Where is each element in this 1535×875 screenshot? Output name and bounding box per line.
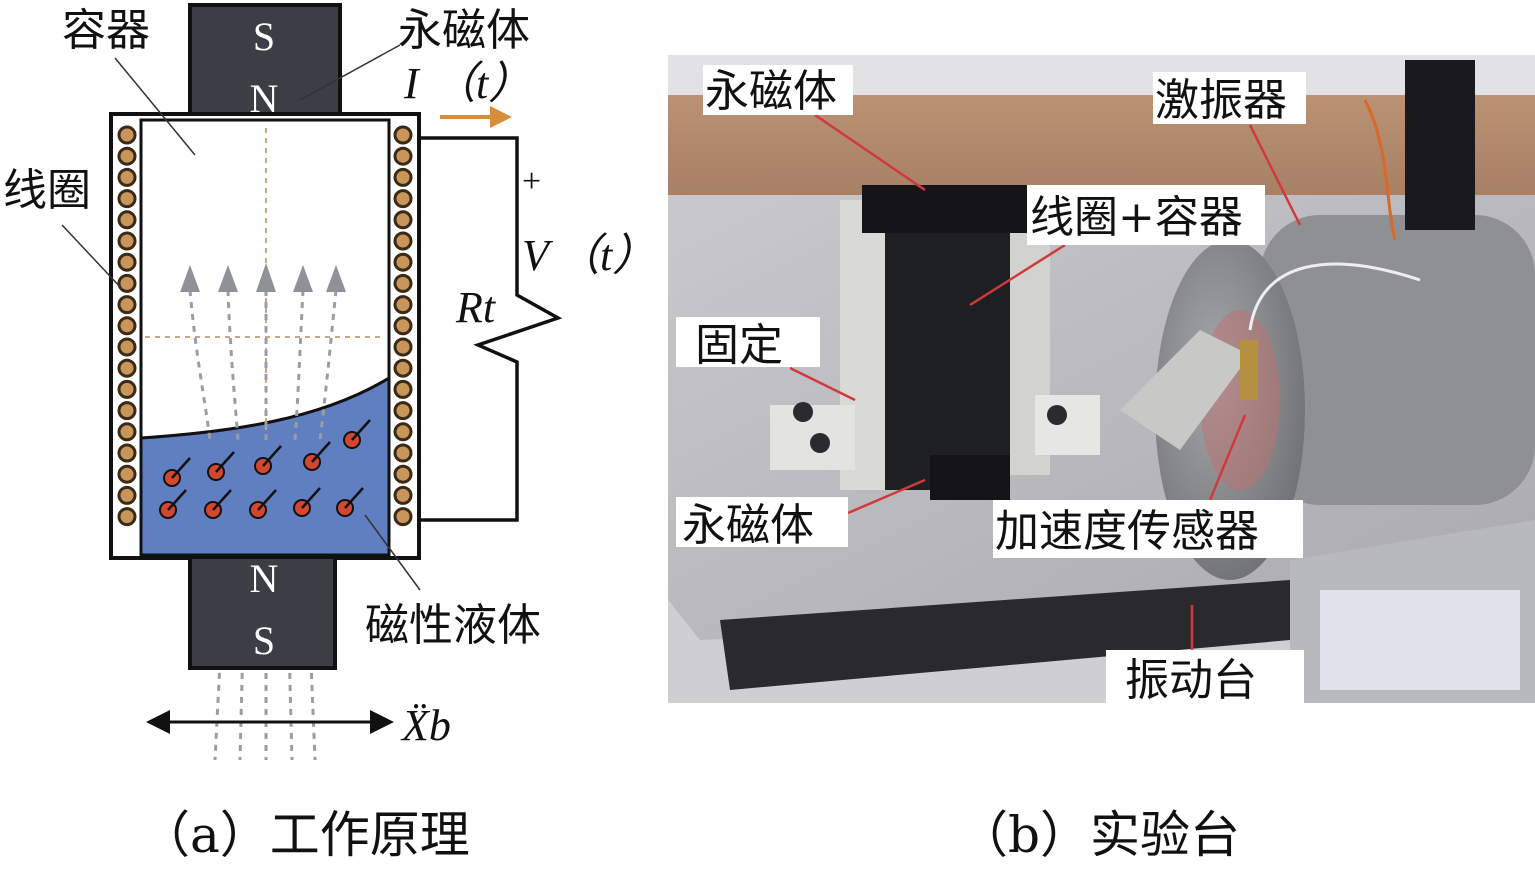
coil-winding <box>117 485 137 505</box>
label-voltage-arg: （t） <box>556 231 656 280</box>
label-excitation: Ẍb <box>400 701 451 750</box>
coil-winding <box>117 507 137 527</box>
coil-winding <box>117 337 137 357</box>
label-bg <box>993 500 1303 558</box>
top-magnet <box>188 3 342 117</box>
coil-winding <box>117 443 137 463</box>
coil-winding <box>393 125 413 145</box>
label-magnet-top: 永磁体 <box>398 5 530 56</box>
label-resistor: Rt <box>455 283 497 332</box>
coil-winding <box>117 358 137 378</box>
coil-winding <box>117 464 137 484</box>
panel-a-working-principle: S N <box>3 3 656 864</box>
label-vibration-table: 振动台 <box>1125 655 1257 706</box>
label-bg <box>676 317 820 367</box>
coil-winding <box>393 379 413 399</box>
coil-winding <box>393 358 413 378</box>
label-photo-magnet-top: 永磁体 <box>705 66 837 117</box>
coil-winding <box>117 146 137 166</box>
coil-winding <box>393 295 413 315</box>
coil-winding <box>393 252 413 272</box>
coil-winding <box>117 167 137 187</box>
coil-winding <box>393 231 413 251</box>
coil-winding <box>393 273 413 293</box>
coil-winding <box>393 146 413 166</box>
shaker-body <box>1260 215 1535 505</box>
coil-winding <box>117 316 137 336</box>
coil-winding <box>117 379 137 399</box>
coil-winding <box>393 443 413 463</box>
coil-winding <box>393 422 413 442</box>
leader-lines-a <box>61 44 421 591</box>
table-edge <box>720 580 1290 690</box>
circuit-wire <box>417 136 563 522</box>
label-bg <box>1106 650 1304 703</box>
coil-winding <box>117 252 137 272</box>
label-coil: 线圈 <box>3 165 91 216</box>
label-bg <box>1027 185 1265 245</box>
label-bg <box>1153 72 1306 124</box>
coil-winding <box>393 189 413 209</box>
coil-windings <box>117 125 413 527</box>
label-current-arg: （t） <box>432 59 532 108</box>
bottom-magnet <box>188 555 337 670</box>
label-bg <box>703 65 853 115</box>
label-shaker: 激振器 <box>1155 75 1287 126</box>
field-arrowheads <box>180 263 346 292</box>
label-bg <box>676 497 848 547</box>
coil-winding <box>117 273 137 293</box>
coil-winding <box>117 422 137 442</box>
bottom-magnet-pole-n: N <box>250 556 279 601</box>
label-voltage: V <box>522 231 554 280</box>
coil-winding <box>117 231 137 251</box>
coil-winding <box>117 189 137 209</box>
panel-b-test-bench-photo: 永磁体 激振器 线圈+容器 固定 永磁体 加速度传感器 振动台 （b）实验台 <box>668 55 1535 864</box>
bottom-magnet-pole-s: S <box>253 618 275 663</box>
coil-winding <box>393 485 413 505</box>
magnetic-particles <box>159 419 371 519</box>
coil-winding <box>393 507 413 527</box>
coil-winding <box>117 125 137 145</box>
coil-winding <box>393 337 413 357</box>
caption-b: （b）实验台 <box>958 806 1240 864</box>
coil-winding <box>393 401 413 421</box>
label-fixture: 固定 <box>695 320 783 371</box>
coil-winding <box>117 295 137 315</box>
coil-winding <box>393 464 413 484</box>
leader-lines-b <box>789 113 1302 650</box>
coil-container-photo <box>885 225 1010 490</box>
label-accelerometer: 加速度传感器 <box>995 506 1259 557</box>
coil-winding <box>393 316 413 336</box>
coil-winding <box>393 167 413 187</box>
coil-winding <box>117 210 137 230</box>
current-arrowhead <box>490 106 512 128</box>
top-magnet-pole-s: S <box>253 14 275 59</box>
label-plus: + <box>522 163 541 200</box>
label-container: 容器 <box>62 5 150 56</box>
coil-winding <box>393 210 413 230</box>
label-ferrofluid: 磁性液体 <box>365 600 541 651</box>
coil-winding <box>117 401 137 421</box>
label-coil-container: 线圈+容器 <box>1030 192 1243 243</box>
caption-a: （a）工作原理 <box>140 806 470 864</box>
label-photo-magnet-bottom: 永磁体 <box>682 500 814 551</box>
label-current: I <box>403 59 421 108</box>
